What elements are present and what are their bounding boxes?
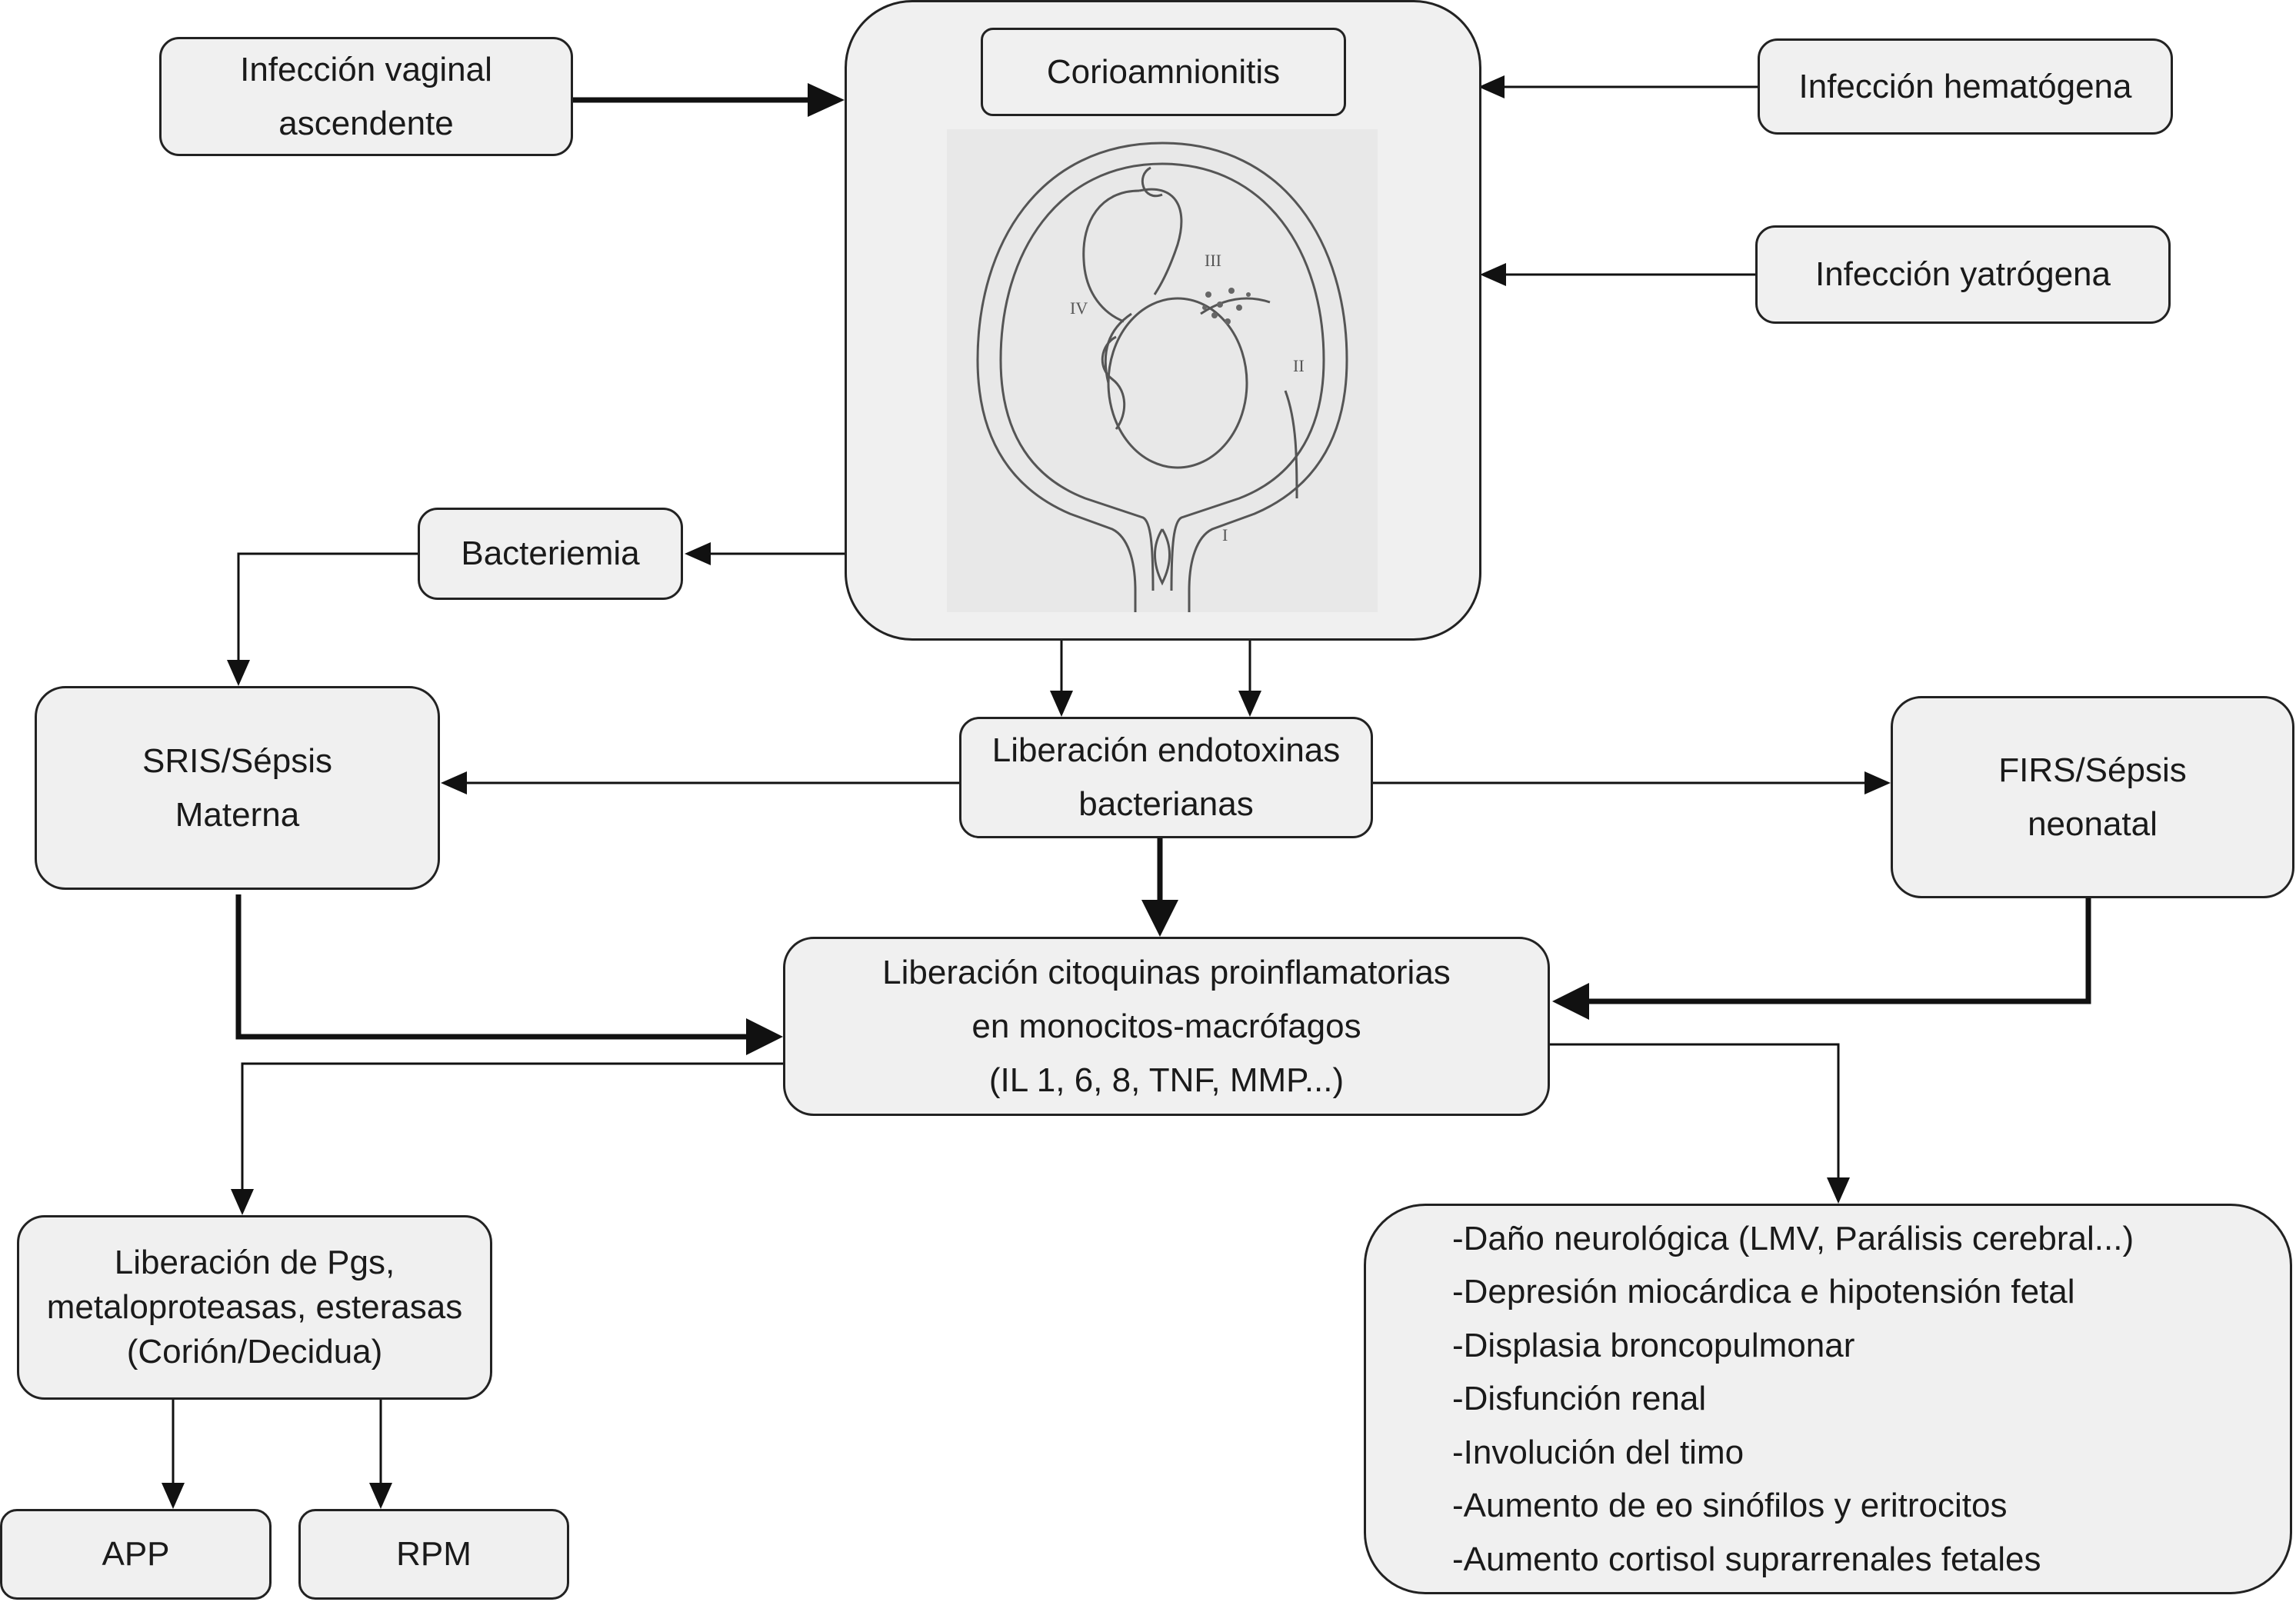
connector-citoquinas-to-pgs	[241, 1062, 783, 1191]
sris-line-2: Materna	[175, 795, 300, 834]
bacteriemia-label: Bacteriemia	[461, 535, 640, 572]
infeccion-vaginal-line-1: Infección vaginal	[240, 50, 492, 88]
uterus-fetus-illustration: I II III IV	[947, 129, 1378, 612]
efecto-item: -Aumento cortisol suprarrenales fetales	[1452, 1540, 2041, 1578]
arrowhead-yatrogena-to-corio	[1480, 263, 1506, 286]
arrowhead-pgs-to-rpm	[369, 1483, 392, 1509]
label-roman-i: I	[1222, 525, 1228, 545]
arrowhead-sris-to-citoquinas	[746, 1018, 783, 1055]
liberacion-endotoxinas-box: Liberación endotoxinas bacterianas	[959, 717, 1373, 838]
liberacion-citoquinas-box: Liberación citoquinas proinflamatorias e…	[783, 937, 1550, 1116]
arrowhead-corio-to-endotoxinas-2	[1238, 691, 1261, 717]
connector-sris-to-citoquinas	[235, 894, 748, 1040]
infeccion-vaginal-box: Infección vaginal ascendente	[159, 37, 573, 156]
corioamnionitis-container: Corioamnionitis	[845, 0, 1481, 641]
arrowhead-firs-to-citoquinas	[1552, 983, 1589, 1020]
arrowhead-endotoxinas-to-citoquinas	[1141, 900, 1178, 937]
efecto-item: -Daño neurológica (LMV, Parálisis cerebr…	[1452, 1219, 2134, 1257]
arrowhead-endotoxinas-to-firs	[1864, 771, 1891, 794]
connector-firs-to-citoquinas	[1588, 898, 2091, 1004]
arrowheads	[162, 75, 1891, 1509]
firs-line-2: neonatal	[2028, 804, 2158, 843]
connector-bacteriemia-to-sris	[237, 552, 418, 661]
infeccion-hematogena-box: Infección hematógena	[1758, 38, 2173, 135]
infeccion-hematogena-label: Infección hematógena	[1798, 67, 2132, 105]
arrowhead-vaginal-to-corio	[808, 83, 845, 117]
app-label: APP	[102, 1535, 170, 1573]
arrowhead-endotoxinas-to-sris	[441, 771, 467, 794]
liberacion-citoquinas-line-3: (IL 1, 6, 8, TNF, MMP...)	[988, 1061, 1345, 1099]
infeccion-yatrogena-label: Infección yatrógena	[1814, 255, 2111, 293]
infeccion-yatrogena-box: Infección yatrógena	[1755, 225, 2171, 324]
arrowhead-citoquinas-to-pgs	[231, 1189, 254, 1215]
firs-box: FIRS/Sépsis neonatal	[1891, 696, 2294, 898]
connector-citoquinas-to-efectos	[1550, 1043, 1840, 1179]
liberacion-endotoxinas-line-2: bacterianas	[1078, 785, 1254, 823]
efecto-item: -Involución del timo	[1452, 1433, 1744, 1471]
efecto-item: -Depresión miocárdica e hipotensión feta…	[1452, 1273, 2075, 1311]
rpm-box: RPM	[298, 1509, 569, 1600]
liberacion-pgs-box: Liberación de Pgs, metaloproteasas, este…	[17, 1215, 492, 1400]
arrowhead-citoquinas-to-efectos	[1827, 1177, 1850, 1204]
firs-line-1: FIRS/Sépsis	[1998, 751, 2187, 789]
label-roman-ii: II	[1293, 356, 1305, 375]
bacteriemia-box: Bacteriemia	[418, 508, 683, 600]
sris-line-1: SRIS/Sépsis	[142, 741, 332, 780]
rpm-label: RPM	[396, 1535, 472, 1573]
arrowhead-corio-to-endotoxinas-1	[1050, 691, 1073, 717]
label-roman-iii: III	[1205, 251, 1221, 270]
liberacion-citoquinas-line-1: Liberación citoquinas proinflamatorias	[882, 953, 1451, 991]
arrowhead-bacteriemia-to-sris	[227, 660, 250, 686]
liberacion-citoquinas-line-2: en monocitos-macrófagos	[971, 1007, 1361, 1045]
arrowhead-corio-to-bacteriemia	[685, 542, 711, 565]
efecto-item: -Disfunción renal	[1452, 1380, 1707, 1418]
liberacion-pgs-line-3: (Corión/Decidua)	[126, 1333, 383, 1371]
liberacion-pgs-line-1: Liberación de Pgs,	[114, 1244, 395, 1281]
efecto-item: -Aumento de eo sinófilos y eritrocitos	[1452, 1487, 2008, 1525]
efecto-item: -Displasia broncopulmonar	[1452, 1326, 1855, 1364]
app-box: APP	[0, 1509, 272, 1600]
efectos-fetales-box: -Daño neurológica (LMV, Parálisis cerebr…	[1364, 1204, 2292, 1594]
arrowhead-hematogena-to-corio	[1478, 75, 1505, 98]
sris-box: SRIS/Sépsis Materna	[35, 686, 440, 890]
corioamnionitis-title: Corioamnionitis	[1046, 52, 1281, 91]
arrowhead-pgs-to-app	[162, 1483, 185, 1509]
liberacion-pgs-line-2: metaloproteasas, esterasas	[46, 1288, 463, 1326]
corioamnionitis-title-box: Corioamnionitis	[981, 28, 1346, 116]
liberacion-endotoxinas-line-1: Liberación endotoxinas	[991, 731, 1341, 769]
infeccion-vaginal-line-2: ascendente	[278, 104, 454, 142]
label-roman-iv: IV	[1070, 298, 1088, 318]
